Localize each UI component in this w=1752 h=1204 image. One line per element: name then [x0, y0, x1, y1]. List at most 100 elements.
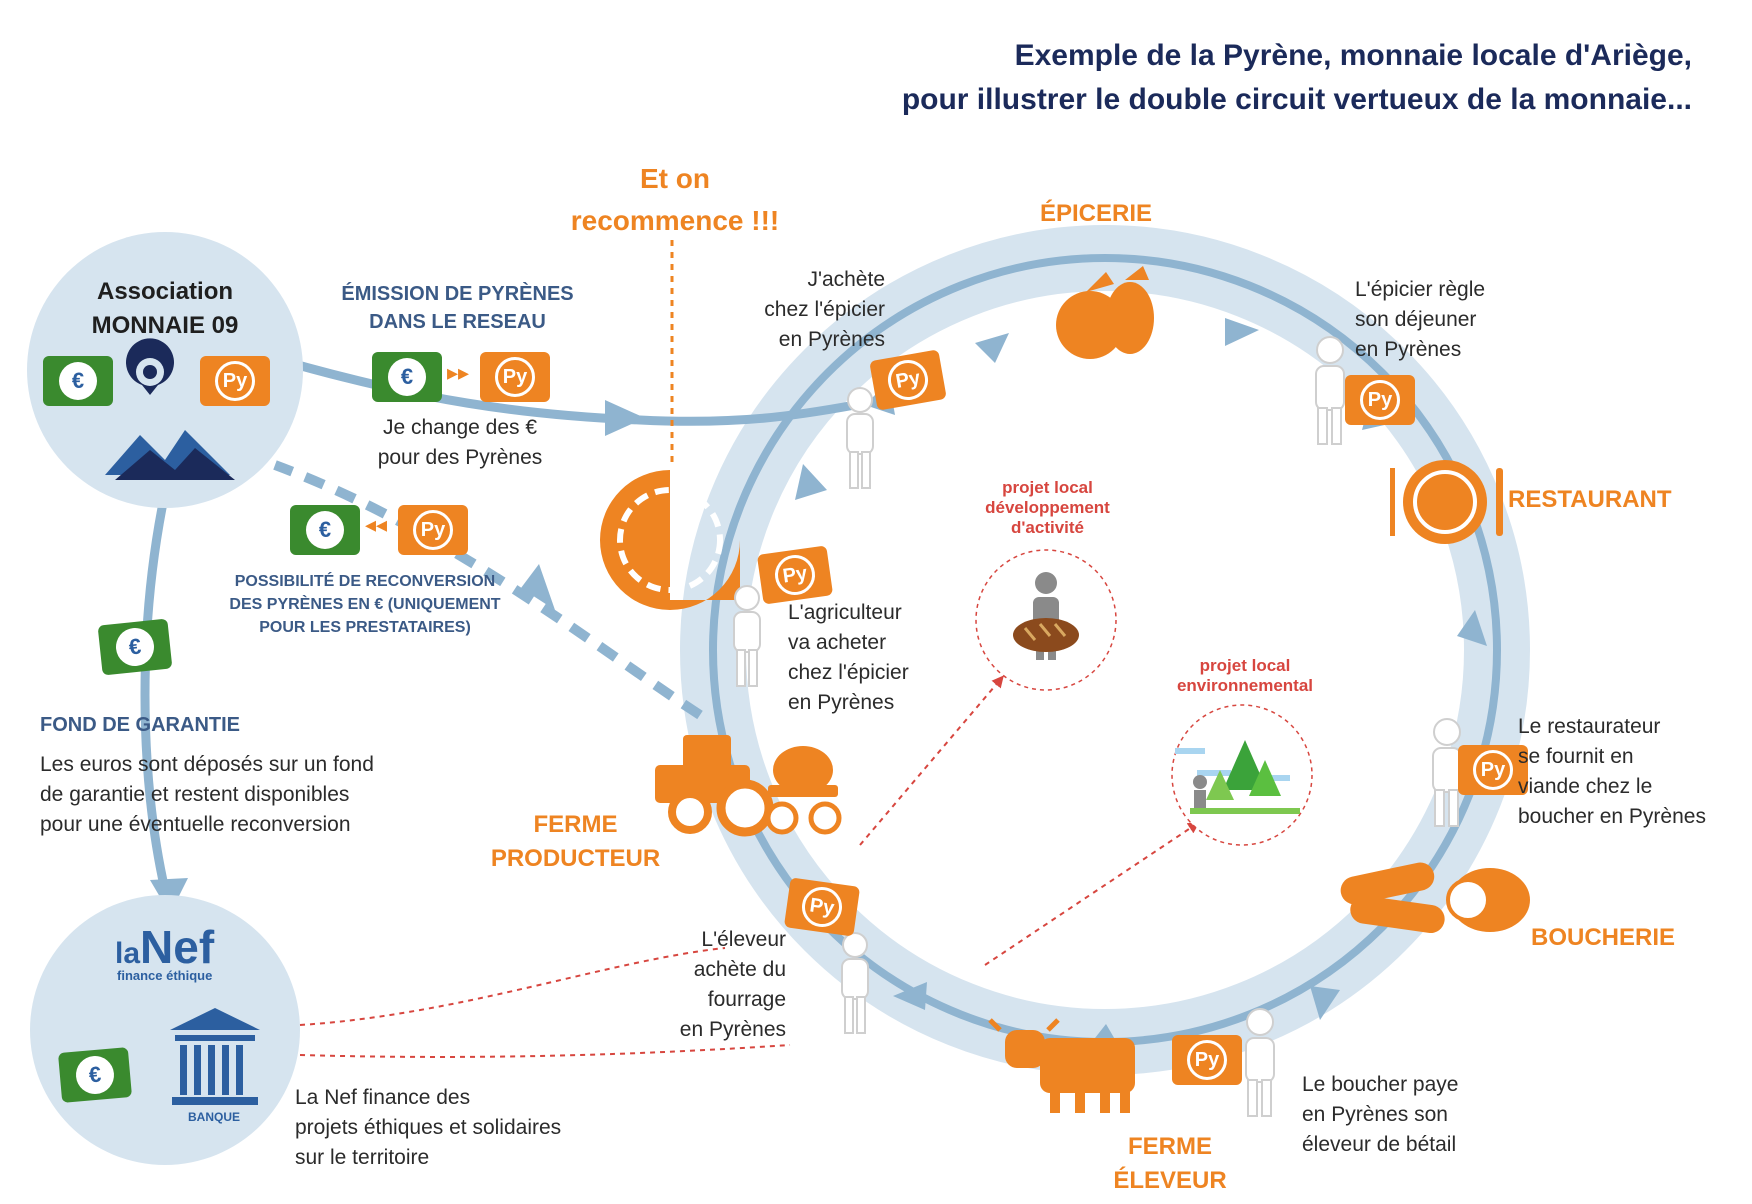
person-epicerie-customer	[846, 387, 874, 489]
euro-coin: €	[306, 511, 344, 549]
step-restaurateur: Le restaurateur se fournit en viande che…	[1518, 712, 1706, 832]
fond-caption: Les euros sont déposés sur un fond de ga…	[40, 750, 374, 840]
euro-coin: €	[59, 362, 97, 400]
restart-line-1: Et on	[640, 163, 710, 194]
step-epicier: L'épicier règle son déjeuner en Pyrènes	[1355, 275, 1485, 365]
nef-funding-line-2	[299, 1044, 791, 1058]
person-eleveur	[841, 932, 869, 1034]
emission-heading: ÉMISSION DE PYRÈNES DANS LE RESEAU	[335, 280, 580, 336]
tractor-icon	[655, 735, 842, 837]
step-agriculteur-line-1: L'agriculteur	[788, 601, 902, 624]
ferme-producteur-line-1: FERME	[533, 811, 618, 838]
pyrene-coin: Py	[884, 356, 932, 404]
person-agriculteur	[733, 585, 761, 687]
reconversion-line-1: POSSIBILITÉ DE RECONVERSION	[234, 573, 496, 590]
step-achete: J'achète chez l'épicier en Pyrènes	[735, 265, 885, 355]
emission-chevrons: ▸▸	[447, 360, 470, 385]
projet-environnement-line-1: projet local	[1199, 656, 1291, 675]
step-agriculteur: L'agriculteur va acheter chez l'épicier …	[788, 598, 909, 718]
association-pyrene-badge: Py	[200, 356, 270, 406]
reconversion-euro-badge: €	[290, 505, 360, 555]
place-ferme-producteur: FERME PRODUCTEUR	[488, 808, 663, 876]
ferme-eleveur-line-2: ÉLEVEUR	[1113, 1167, 1227, 1194]
place-boucherie: BOUCHERIE	[1531, 924, 1676, 951]
nef-logo-nef: Nef	[140, 921, 215, 973]
step-achete-line-1: J'achète	[807, 268, 885, 291]
fruit-icon	[1056, 266, 1154, 359]
pyrene-coin: Py	[1473, 750, 1513, 790]
step-agriculteur-line-4: en Pyrènes	[788, 691, 895, 714]
reconversion-pyrene-badge: Py	[398, 505, 468, 555]
step-boucher-line-2: en Pyrènes son	[1302, 1103, 1448, 1126]
step-agriculteur-line-3: chez l'épicier	[788, 661, 909, 684]
euro-coin: €	[388, 358, 426, 396]
page-title: Exemple de la Pyrène, monnaie locale d'A…	[902, 34, 1692, 121]
step-achete-line-3: en Pyrènes	[778, 328, 885, 351]
fond-line-3: pour une éventuelle reconversion	[40, 813, 351, 836]
reconversion-arrow-head	[521, 564, 555, 610]
euro-coin: €	[74, 1054, 116, 1096]
pyrene-coin: Py	[495, 357, 535, 397]
funding-line-environnement	[984, 821, 1200, 966]
pyrene-badge-eleveur: Py	[783, 877, 861, 937]
fond-line-2: de garantie et restent disponibles	[40, 783, 350, 806]
projet-environnement-label: projet local environnemental	[1150, 656, 1340, 696]
guarantee-arrow	[140, 468, 175, 891]
ferme-producteur-line-2: PRODUCTEUR	[490, 845, 661, 872]
emission-arrow-head	[605, 400, 645, 436]
restart-line-2: recommence !!!	[570, 205, 780, 236]
association-label: Association MONNAIE 09	[70, 275, 260, 343]
plate-icon	[1390, 460, 1503, 544]
nef-caption: La Nef finance des projets éthiques et s…	[295, 1083, 561, 1173]
ferme-eleveur-line-1: FERME	[1128, 1133, 1212, 1160]
emission-heading-line-2: DANS LE RESEAU	[369, 311, 546, 333]
pyrene-coin: Py	[1187, 1040, 1227, 1080]
title-line-2: pour illustrer le double circuit vertueu…	[901, 82, 1692, 116]
nef-funding-line-1	[299, 947, 726, 1026]
projet-activite-line-2: développement	[985, 498, 1110, 517]
projet-activite-label: projet local développement d'activité	[960, 478, 1135, 538]
nef-line-3: sur le territoire	[295, 1146, 430, 1169]
place-ferme-eleveur: FERME ÉLEVEUR	[1110, 1130, 1230, 1198]
reconversion-line-2: DES PYRÈNES EN € (UNIQUEMENT	[229, 596, 501, 613]
fond-line-1: Les euros sont déposés sur un fond	[40, 753, 374, 776]
step-restaurateur-line-1: Le restaurateur	[1518, 715, 1661, 738]
pyrene-badge-restaurateur: Py	[1458, 745, 1528, 795]
emission-caption: Je change des € pour des Pyrènes	[350, 413, 570, 473]
nef-logo-subtitle: finance éthique	[117, 968, 213, 983]
step-epicier-line-2: son déjeuner	[1355, 308, 1477, 331]
pyrene-coin: Py	[799, 884, 845, 930]
nef-logo-la: la	[115, 937, 141, 970]
step-agriculteur-line-2: va acheter	[788, 631, 887, 654]
person-epicier	[1315, 336, 1345, 445]
place-epicerie: ÉPICERIE	[1040, 200, 1153, 227]
reconversion-chevrons: ◂◂	[365, 512, 388, 537]
step-epicier-line-3: en Pyrènes	[1355, 338, 1462, 361]
baker-figure	[1013, 572, 1079, 660]
projet-activite-line-3: d'activité	[1010, 518, 1084, 537]
step-boucher-line-3: éleveur de bétail	[1302, 1133, 1457, 1156]
pyrene-coin: Py	[772, 552, 818, 598]
reconversion-caption: POSSIBILITÉ DE RECONVERSION DES PYRÈNES …	[220, 570, 510, 639]
pyrene-badge-agriculteur: Py	[756, 545, 834, 605]
pyrene-badge-epicier: Py	[1345, 375, 1415, 425]
restart-label: Et on recommence !!!	[550, 158, 800, 242]
environment-figure	[1175, 740, 1300, 814]
step-achete-line-2: chez l'épicier	[764, 298, 885, 321]
step-eleveur: L'éleveur achète du fourrage en Pyrènes	[640, 925, 786, 1045]
pyrene-coin: Py	[413, 510, 453, 550]
step-restaurateur-line-3: viande chez le	[1518, 775, 1653, 798]
funding-line-activite	[859, 675, 1004, 846]
nef-logo: laNef finance éthique	[115, 920, 214, 983]
emission-euro-badge: €	[372, 352, 442, 402]
association-euro-badge: €	[43, 356, 113, 406]
step-eleveur-line-3: fourrage	[707, 988, 786, 1011]
sausage-icon	[1340, 862, 1530, 934]
step-restaurateur-line-4: boucher en Pyrènes	[1518, 805, 1706, 828]
restart-swirl-icon	[600, 470, 740, 610]
projet-activite-line-1: projet local	[1002, 478, 1093, 497]
step-eleveur-line-2: achète du	[693, 958, 786, 981]
step-eleveur-line-1: L'éleveur	[701, 928, 786, 951]
emission-caption-line-1: Je change des €	[382, 416, 538, 439]
